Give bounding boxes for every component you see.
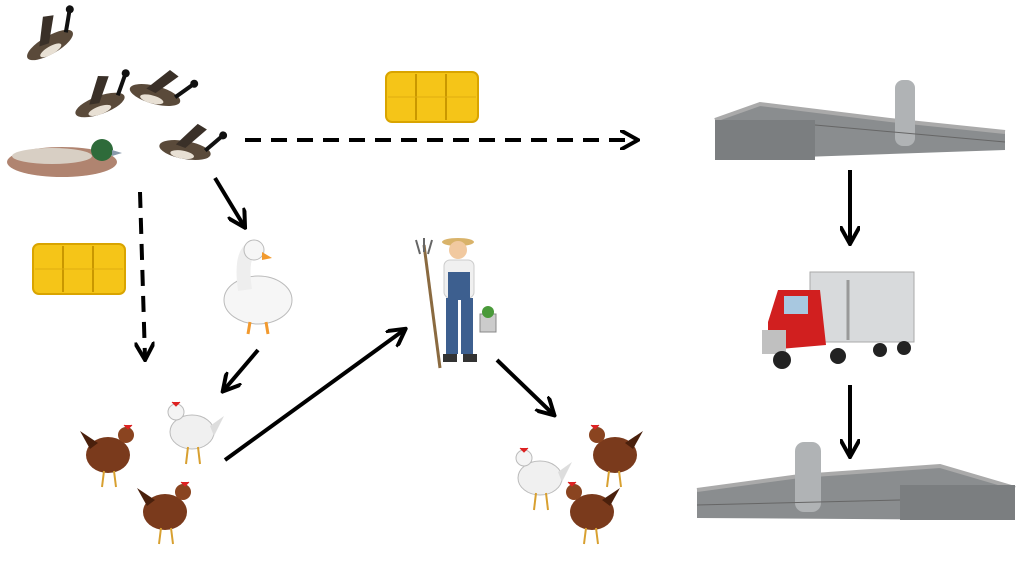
chickens-icon [515, 424, 644, 545]
arrow-farmer-to-chickens [495, 358, 553, 414]
hay-bale-icon [385, 71, 479, 123]
hay-bale-icon [32, 243, 126, 295]
arrow-chickens-to-farmer [223, 330, 404, 462]
wild-birds-icon [7, 0, 231, 177]
semi-truck-icon [762, 271, 915, 369]
dashed-arrow-to-chickens [140, 191, 145, 358]
arrow-goose-to-chickens [224, 348, 260, 390]
poultry-barn-icon [696, 442, 1016, 520]
farmer-icon [415, 238, 497, 369]
arrow-birds-to-goose [213, 176, 244, 226]
poultry-barn-icon [714, 80, 1006, 160]
chickens-icon [79, 401, 225, 545]
white-goose-icon [223, 239, 293, 335]
